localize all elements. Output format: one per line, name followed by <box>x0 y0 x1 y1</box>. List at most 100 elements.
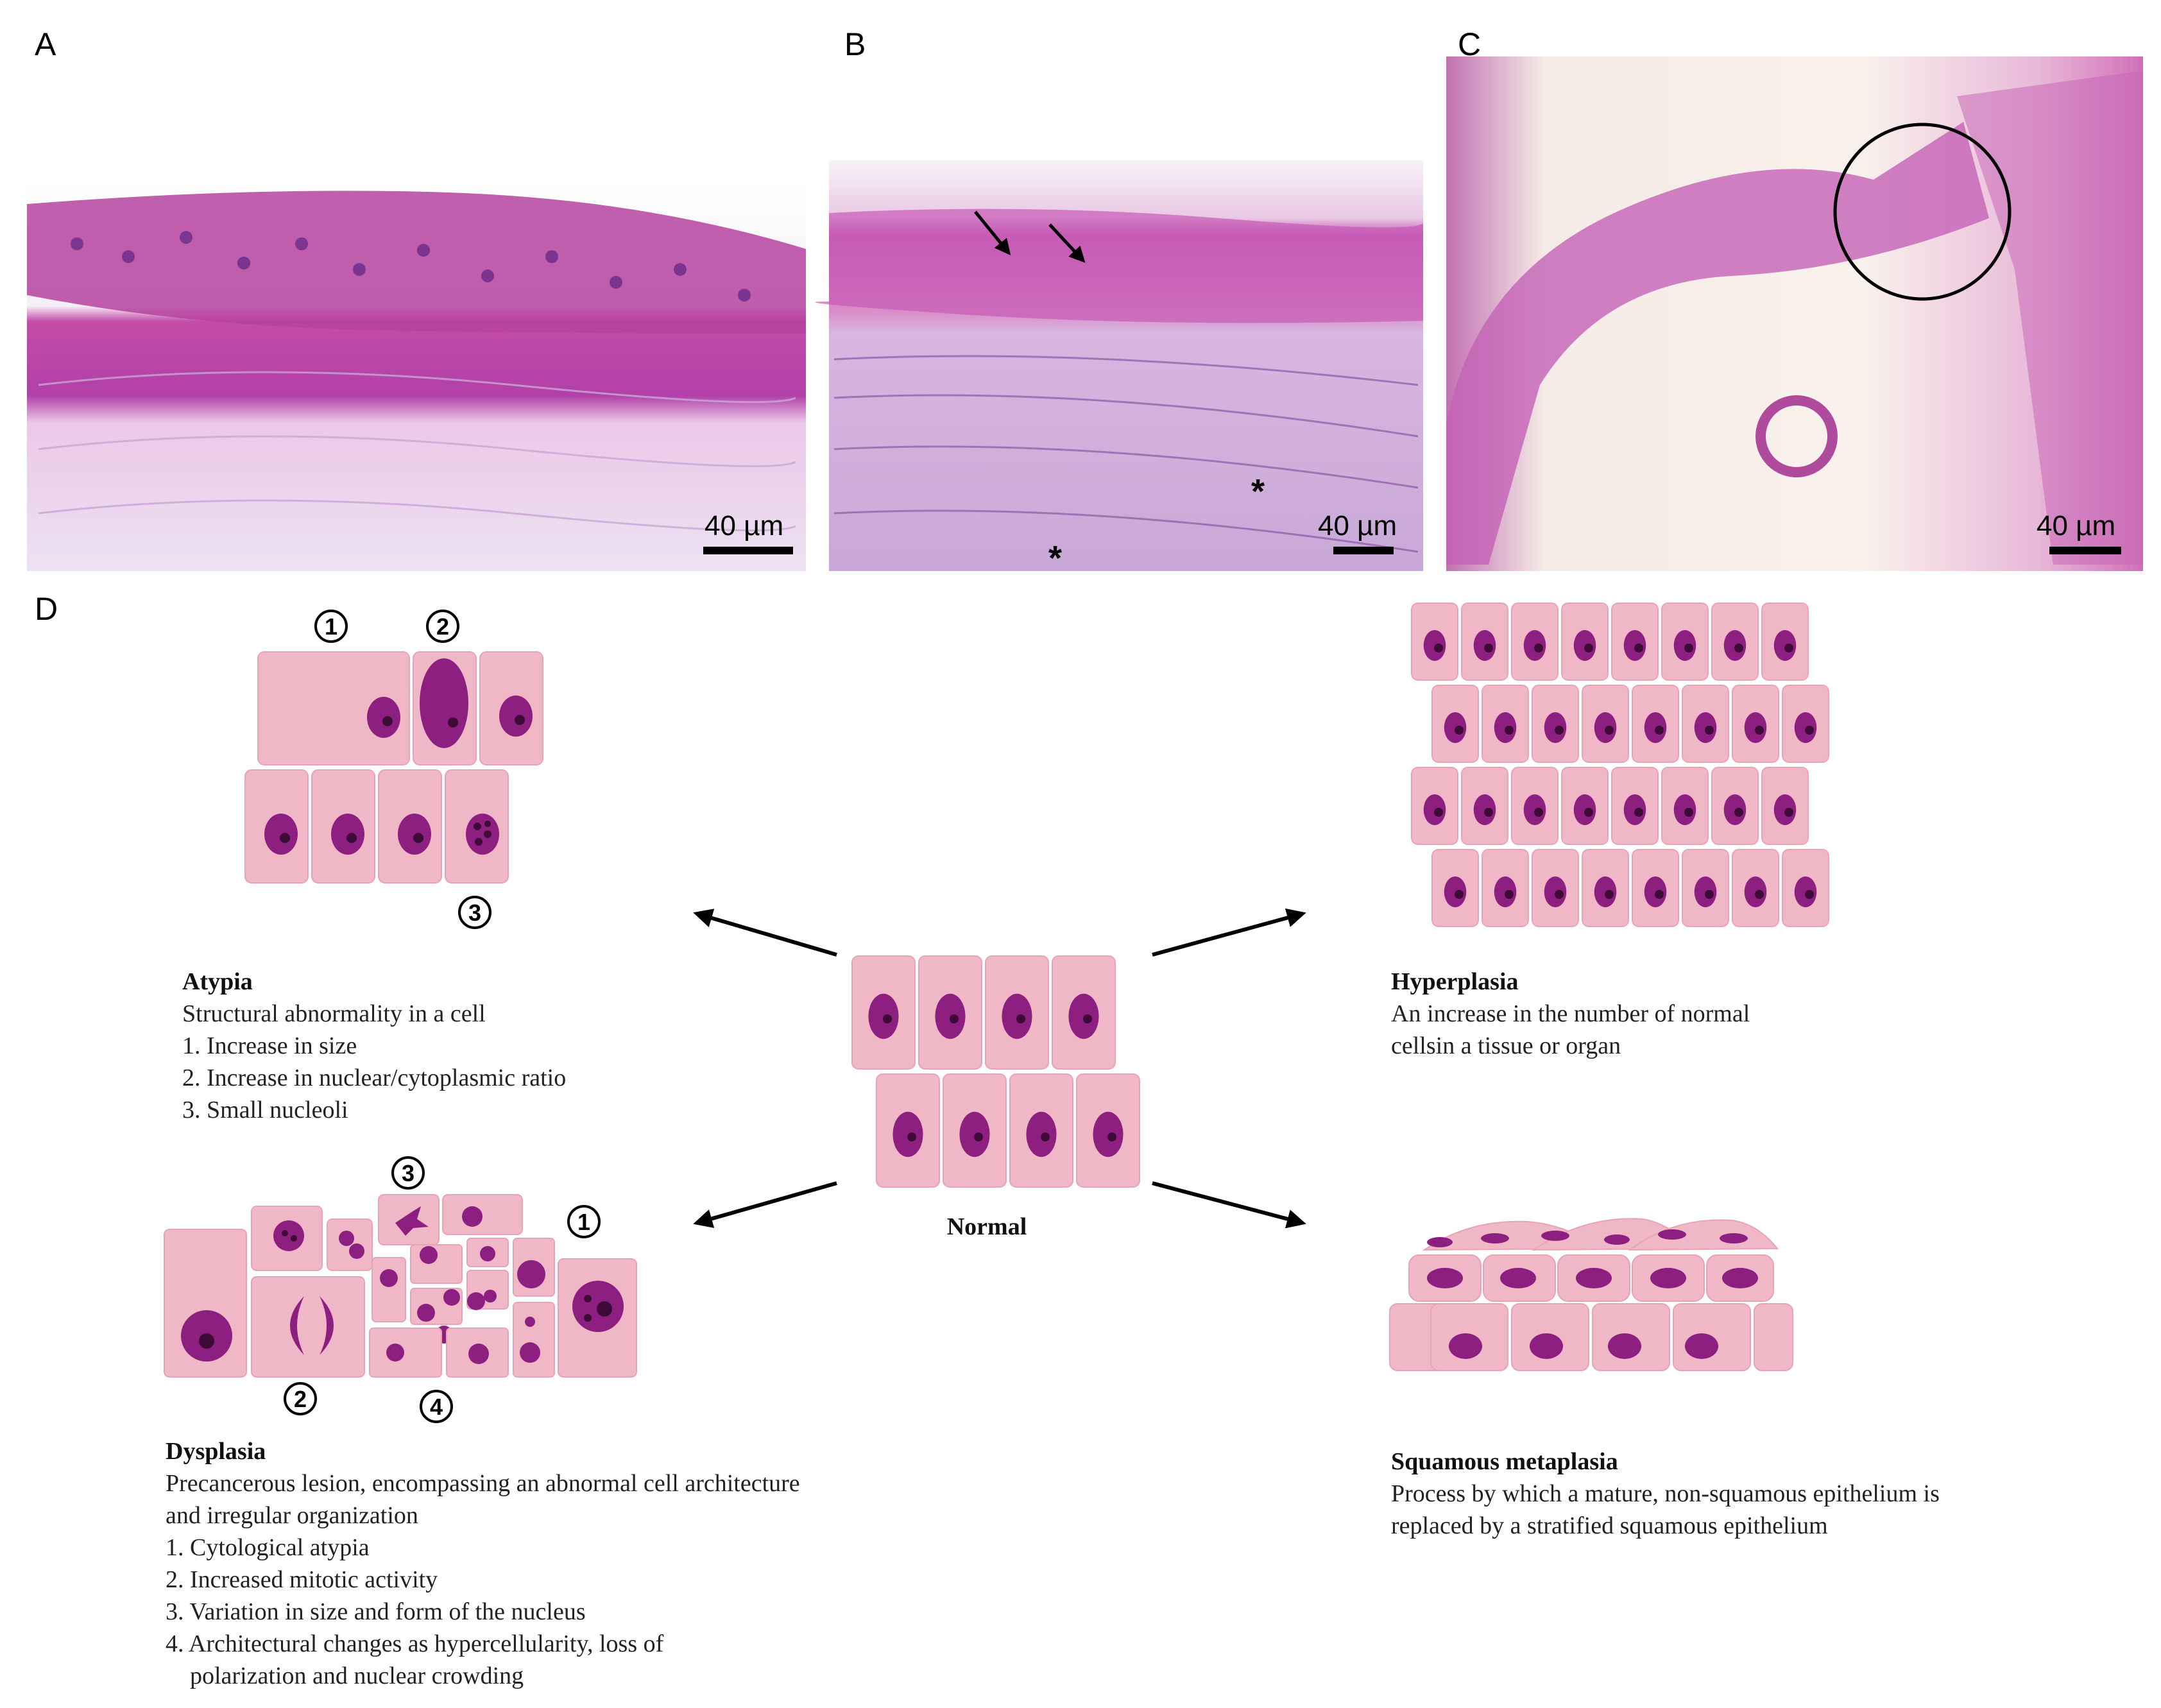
metaplasia-nucleus <box>1685 1333 1718 1359</box>
dysplasia-line: 3. Variation in size and form of the nuc… <box>166 1598 586 1625</box>
dysplasia-line: 2. Increased mitotic activity <box>166 1566 438 1593</box>
hyperplasia-nucleolus <box>1555 890 1564 899</box>
atypia-nucleolus <box>448 717 458 728</box>
hyperplasia-nucleus <box>1644 712 1667 743</box>
metaplasia-nucleus <box>1722 1268 1758 1288</box>
hyperplasia-nucleolus <box>1755 890 1764 899</box>
dysplasia-line: and irregular organization <box>166 1502 418 1529</box>
hyperplasia-nucleus <box>1473 794 1496 825</box>
panel-d-letter: D <box>35 591 58 627</box>
hyperplasia-nucleus <box>1794 712 1817 743</box>
normal-nucleolus <box>974 1132 983 1141</box>
panel-c-scale-bar <box>2049 547 2121 554</box>
normal-nucleolus <box>1016 1014 1025 1023</box>
normal-illustration <box>851 955 1140 1188</box>
dysplasia-nucleus <box>339 1231 354 1246</box>
panel-b-asterisk-1: * <box>1251 472 1265 511</box>
hyperplasia-nucleus <box>1423 630 1446 661</box>
metaplasia-nucleus <box>1427 1268 1463 1288</box>
panel-a-letter: A <box>35 26 56 62</box>
hyperplasia-nucleus <box>1773 630 1797 661</box>
hyperplasia-nucleolus <box>1605 726 1614 735</box>
hyperplasia-nucleus <box>1494 712 1517 743</box>
metaplasia-line: Process by which a mature, non-squamous … <box>1391 1480 1940 1507</box>
normal-nucleus <box>893 1111 923 1157</box>
hyperplasia-nucleolus <box>1655 726 1664 735</box>
atypia-nucleus <box>466 814 499 855</box>
hyperplasia-nucleus <box>1744 876 1767 907</box>
metaplasia-line: replaced by a stratified squamous epithe… <box>1391 1512 1828 1539</box>
normal-nucleolus <box>1041 1132 1050 1141</box>
dysplasia-nucleolus <box>584 1314 592 1322</box>
hyperplasia-line: An increase in the number of normal <box>1391 1000 1750 1027</box>
dysplasia-nucleus <box>417 1304 435 1322</box>
metaplasia-flat-nucleus <box>1427 1237 1453 1247</box>
hyperplasia-nucleus <box>1523 630 1546 661</box>
atypia-illustration: 1 2 3 <box>244 610 543 929</box>
hyperplasia-nucleus <box>1444 876 1467 907</box>
atypia-nucleolus <box>515 715 525 725</box>
hyperplasia-nucleolus <box>1505 890 1514 899</box>
metaplasia-nucleus <box>1500 1268 1536 1288</box>
hyperplasia-nucleolus <box>1584 808 1593 817</box>
atypia-nucleus <box>331 814 364 855</box>
hyperplasia-title: Hyperplasia <box>1391 968 1518 995</box>
hyperplasia-line: cellsin a tissue or organ <box>1391 1032 1621 1059</box>
dysplasia-marker-2 <box>284 1382 317 1415</box>
atypia-marker-3 <box>458 896 491 929</box>
normal-nucleus <box>959 1111 990 1157</box>
dysplasia-marker-4 <box>420 1390 453 1423</box>
arrow-to-atypia <box>693 909 837 957</box>
hyperplasia-nucleus <box>1673 794 1696 825</box>
normal-nucleolus <box>1107 1132 1116 1141</box>
metaplasia-basal-cell <box>1754 1303 1793 1371</box>
hyperplasia-nucleolus <box>1484 644 1493 653</box>
panel-b-arrow-1 <box>974 210 1011 255</box>
panel-b-letter: B <box>844 26 866 62</box>
arrows <box>693 908 1306 1229</box>
dysplasia-nucleolus <box>291 1235 297 1242</box>
dysplasia-marker-3-label: 3 <box>402 1160 414 1186</box>
dysplasia-nucleus <box>420 1246 438 1264</box>
panel-a-scale-label: 40 µm <box>705 510 783 542</box>
dysplasia-nucleus <box>273 1220 304 1251</box>
atypia-marker-2-label: 2 <box>436 613 449 640</box>
hyperplasia-nucleus <box>1494 876 1517 907</box>
hyperplasia-nucleus <box>1644 876 1667 907</box>
dysplasia-illustration: 3 1 2 4 <box>164 1156 637 1423</box>
panel-b-asterisk-2: * <box>1048 539 1062 577</box>
dysplasia-irregular-nucleus <box>395 1206 429 1236</box>
hyperplasia-nucleolus <box>1805 890 1814 899</box>
hyperplasia-nucleolus <box>1684 644 1693 653</box>
atypia-nucleolus <box>280 833 290 843</box>
metaplasia-nucleus <box>1650 1268 1686 1288</box>
dysplasia-marker-1 <box>567 1205 601 1238</box>
panel-a-nuclei <box>71 231 751 302</box>
dysplasia-line: 1. Cytological atypia <box>166 1534 370 1561</box>
metaplasia-title: Squamous metaplasia <box>1391 1448 1618 1475</box>
hyperplasia-nucleus <box>1473 630 1496 661</box>
dysplasia-cell <box>513 1302 555 1378</box>
panel-a-epithelium <box>27 191 806 334</box>
metaplasia-flat-nucleus <box>1604 1234 1630 1245</box>
panel-c-scale-label: 40 µm <box>2037 510 2115 542</box>
normal-nucleolus <box>950 1014 959 1023</box>
dysplasia-nucleus <box>462 1206 483 1227</box>
hyperplasia-nucleus <box>1723 794 1747 825</box>
atypia-line: 2. Increase in nuclear/cytoplasmic ratio <box>182 1064 566 1091</box>
dysplasia-marker-4-label: 4 <box>430 1394 443 1420</box>
panel-a-scale-bar <box>703 547 793 554</box>
atypia-cell-large <box>257 651 410 765</box>
hyperplasia-nucleolus <box>1505 726 1514 735</box>
arrow-to-dysplasia <box>693 1181 837 1228</box>
metaplasia-illustration <box>1389 1218 1793 1371</box>
hyperplasia-nucleolus <box>1534 644 1543 653</box>
dysplasia-nucleus <box>520 1342 540 1363</box>
hyperplasia-nucleus <box>1694 876 1717 907</box>
panel-c-letter: C <box>1458 26 1481 62</box>
dysplasia-marker-2-label: 2 <box>294 1386 307 1412</box>
hyperplasia-nucleolus <box>1784 644 1793 653</box>
normal-title: Normal <box>947 1213 1027 1240</box>
arrow-to-hyperplasia <box>1152 908 1306 957</box>
